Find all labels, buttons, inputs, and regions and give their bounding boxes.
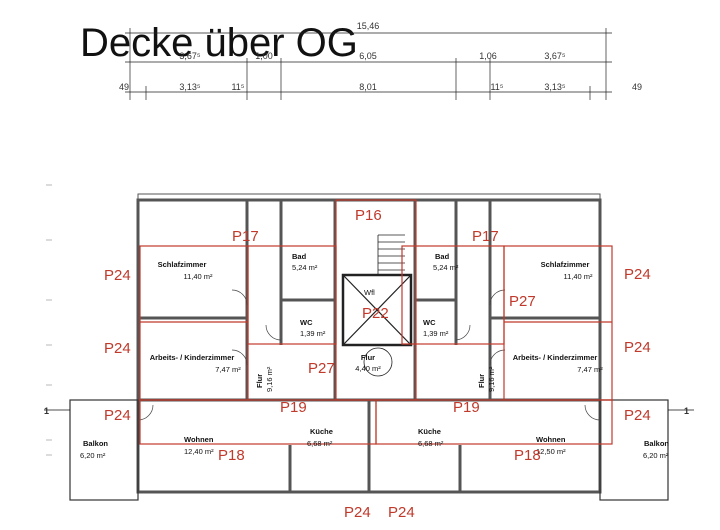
room-wohnen-r-name: Wohnen <box>536 435 566 444</box>
room-flur-r-name: Flur <box>477 374 486 388</box>
dim-3-5: 11⁵ <box>490 82 503 92</box>
dim-2-2: 1,00 <box>255 51 273 61</box>
dim-2-5: 3,67⁵ <box>544 51 566 61</box>
dim-total: 15,46 <box>357 21 380 31</box>
room-arbeit-r-area: 7,47 m² <box>577 365 603 374</box>
room-flur-l-area: 9,16 m² <box>265 366 274 392</box>
room-flur-l-name: Flur <box>255 374 264 388</box>
panel-label-p16: P16 <box>355 207 382 224</box>
room-kueche-l-name: Küche <box>310 427 333 436</box>
stairwell <box>341 234 413 377</box>
room-bad-l-name: Bad <box>292 252 307 261</box>
room-schlaf-r-area: 11,40 m² <box>563 272 593 281</box>
room-schlaf-l-name: Schlafzimmer <box>158 260 207 269</box>
room-wc-l-name: WC <box>300 318 313 327</box>
panel-label-p19-left: P19 <box>280 399 307 416</box>
room-wfl-label: Wfl <box>364 288 375 297</box>
plan-title: Decke über OG <box>80 21 358 65</box>
panel-outlines <box>139 199 613 445</box>
room-bad-l-area: 5,24 m² <box>292 263 318 272</box>
room-flur-c-area: 4,40 m² <box>355 364 381 373</box>
room-wc-l-area: 1,39 m² <box>300 329 326 338</box>
room-bad-r-name: Bad <box>435 252 450 261</box>
panel-label-p24-left-1: P24 <box>104 267 131 284</box>
room-schlaf-l-area: 11,40 m² <box>183 272 213 281</box>
panel-labels: P16 P17 P17 P24 P24 P27 P22 P24 P24 P27 … <box>104 207 651 521</box>
room-arbeit-l-name: Arbeits- / Kinderzimmer <box>150 353 235 362</box>
dim-2-1: 3,67⁵ <box>179 51 201 61</box>
dim-3-7: 49 <box>632 82 642 92</box>
dim-2-3: 6,05 <box>359 51 377 61</box>
room-wohnen-l-name: Wohnen <box>184 435 214 444</box>
dim-3-2: 3,13⁵ <box>179 82 201 92</box>
room-kueche-r-area: 6,68 m² <box>418 439 444 448</box>
room-wc-r-area: 1,39 m² <box>423 329 449 338</box>
room-arbeit-l-area: 7,47 m² <box>215 365 241 374</box>
room-balkon-r-area: 6,20 m² <box>643 451 669 460</box>
panel-label-p18-right: P18 <box>514 447 541 464</box>
panel-label-p24-right-2: P24 <box>624 339 651 356</box>
panel-label-p24-bottom-2: P24 <box>388 504 415 521</box>
panel-label-p22: P22 <box>362 305 389 322</box>
panel-label-p24-right-1: P24 <box>624 266 651 283</box>
panel-label-p24-bottom-1: P24 <box>344 504 371 521</box>
room-arbeit-r-name: Arbeits- / Kinderzimmer <box>513 353 598 362</box>
section-mark-right: 1 <box>684 406 689 416</box>
room-kueche-l-area: 6,68 m² <box>307 439 333 448</box>
room-balkon-r-name: Balkon <box>644 439 669 448</box>
panel-label-p27-left: P27 <box>308 360 335 377</box>
dim-3-6: 3,13⁵ <box>544 82 566 92</box>
room-wohnen-r-area: 12,50 m² <box>536 447 566 456</box>
panel-label-p17-left: P17 <box>232 228 259 245</box>
panel-label-p18-left: P18 <box>218 447 245 464</box>
room-wohnen-l-area: 12,40 m² <box>184 447 214 456</box>
room-balkon-l-area: 6,20 m² <box>80 451 106 460</box>
room-labels: Schlafzimmer 11,40 m² Schlafzimmer 11,40… <box>80 252 669 460</box>
door-swings <box>137 289 601 421</box>
panel-label-p24-left-2: P24 <box>104 340 131 357</box>
dim-3-1: 49 <box>119 82 129 92</box>
room-flur-r-area: 9,16 m² <box>487 366 496 392</box>
panel-label-p19-right: P19 <box>453 399 480 416</box>
section-mark-left: 1 <box>44 406 49 416</box>
room-kueche-r-name: Küche <box>418 427 441 436</box>
panel-label-p27-right: P27 <box>509 293 536 310</box>
dimension-chain <box>125 28 612 100</box>
dim-3-4: 8,01 <box>359 82 377 92</box>
room-bad-r-area: 5,24 m² <box>433 263 459 272</box>
panel-label-p24-right-3: P24 <box>624 407 651 424</box>
room-flur-c-name: Flur <box>361 353 375 362</box>
balconies <box>69 399 669 501</box>
left-edge-marks <box>46 184 52 456</box>
room-balkon-l-name: Balkon <box>83 439 108 448</box>
dim-3-3: 11⁵ <box>231 82 244 92</box>
room-wc-r-name: WC <box>423 318 436 327</box>
room-schlaf-r-name: Schlafzimmer <box>541 260 590 269</box>
panel-label-p17-right: P17 <box>472 228 499 245</box>
panel-label-p24-left-3: P24 <box>104 407 131 424</box>
dim-2-4: 1,06 <box>479 51 497 61</box>
